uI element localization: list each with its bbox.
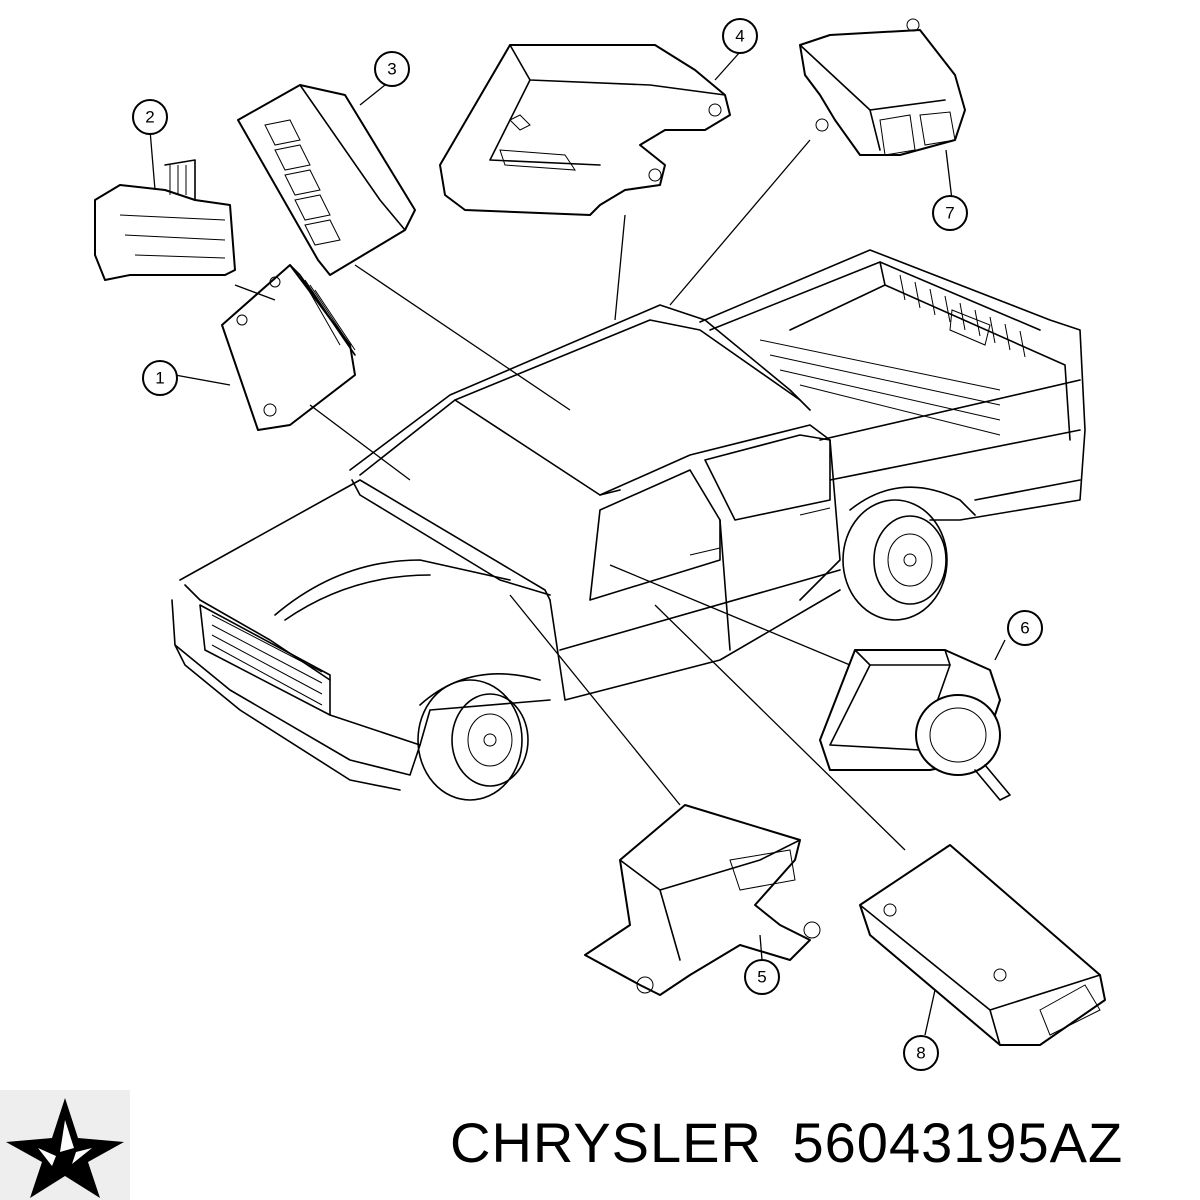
part-5-bracket-sensor — [584, 804, 821, 996]
callout-7: 7 — [932, 195, 968, 231]
callout-4: 4 — [722, 18, 758, 54]
part-2-bracket-module — [94, 159, 236, 281]
part-number: 56043195AZ — [792, 1111, 1124, 1174]
part-6-sensor-module — [819, 649, 1011, 801]
callout-label-7: 7 — [945, 204, 954, 223]
callout-label-8: 8 — [916, 1044, 925, 1063]
callout-label-4: 4 — [735, 27, 744, 46]
brand-name: CHRYSLER — [450, 1111, 762, 1174]
callout-1: 1 — [142, 360, 178, 396]
part-caption: CHRYSLER 56043195AZ — [450, 1108, 1190, 1178]
leader-lines — [149, 51, 1006, 1036]
callout-label-6: 6 — [1020, 619, 1029, 638]
callout-3: 3 — [374, 51, 410, 87]
part-8-control-module — [859, 844, 1106, 1046]
callout-label-2: 2 — [145, 108, 154, 127]
callout-label-1: 1 — [155, 369, 164, 388]
callout-5: 5 — [744, 959, 780, 995]
callout-8: 8 — [903, 1035, 939, 1071]
callout-2: 2 — [132, 99, 168, 135]
part-1-module — [221, 264, 356, 431]
pickup-truck-drawing — [171, 249, 1086, 801]
callout-label-3: 3 — [387, 60, 396, 79]
part-4-control-module — [439, 44, 731, 216]
callout-6: 6 — [1007, 610, 1043, 646]
part-7-connector-module — [799, 18, 966, 156]
callout-label-5: 5 — [757, 968, 766, 987]
chrysler-pentastar-icon — [0, 1090, 130, 1200]
part-3-switch-module — [237, 84, 416, 276]
